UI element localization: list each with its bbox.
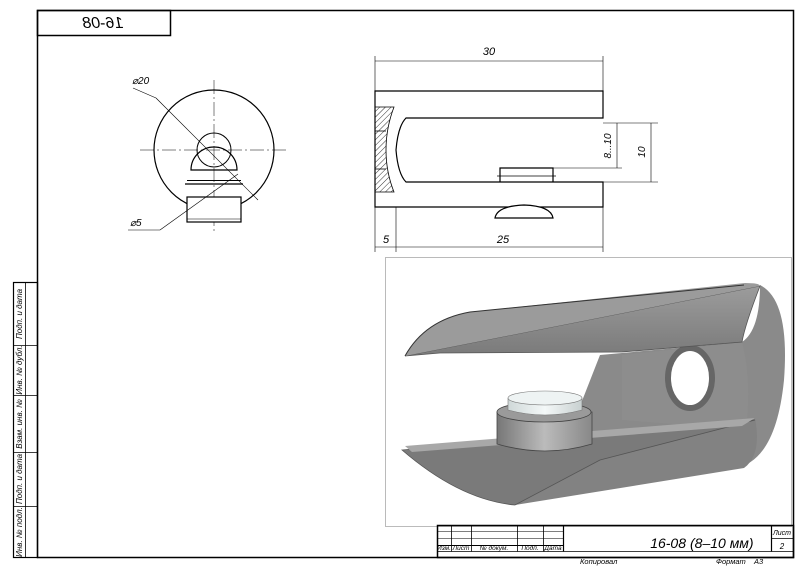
strip-label-4: Инв. № дубл. xyxy=(15,345,24,394)
strip-label-5: Подп. и дата xyxy=(15,288,24,339)
strip-label-1: Инв. № подл. xyxy=(15,507,24,557)
strip-label-2: Подп. и дата xyxy=(15,453,24,504)
title-block: Изм. Лист № докум. Подп. Дата 16-08 (8–1… xyxy=(436,524,795,566)
strip-label-3: Взам. инв. № xyxy=(15,399,24,449)
dim-hole-diameter: ⌀5 xyxy=(130,218,142,229)
dim-total-length: 30 xyxy=(483,46,496,58)
sheet-label: Лист xyxy=(772,530,791,537)
col-list: Лист xyxy=(452,545,470,552)
dim-outer-diameter: ⌀20 xyxy=(132,76,150,87)
copied-label: Копировал xyxy=(580,557,618,566)
title-designation: 16-08 xyxy=(650,535,686,551)
front-view: ⌀20 ⌀5 xyxy=(128,76,288,232)
mirrored-designation: 16-08 xyxy=(82,15,123,32)
sheet-number: 2 xyxy=(779,542,785,551)
side-strip: Инв. № подл. Подп. и дата Взам. инв. № И… xyxy=(12,281,39,559)
col-signature: Подп. xyxy=(521,544,538,552)
dim-left-offset: 5 xyxy=(383,234,390,246)
format-label: Формат xyxy=(716,557,746,566)
col-doc-number: № докум. xyxy=(480,544,509,552)
title-size-range: (8–10 мм) xyxy=(690,535,754,551)
col-date: Дата xyxy=(543,545,562,552)
side-view: 30 8...10 10 5 25 xyxy=(374,46,658,252)
dim-slot-depth: 25 xyxy=(496,234,510,246)
dim-height: 10 xyxy=(637,146,648,158)
designation-box-top: 16-08 xyxy=(36,9,172,37)
format-value: A3 xyxy=(753,557,764,566)
col-izm: Изм. xyxy=(437,545,451,552)
dim-slot-range: 8...10 xyxy=(603,133,614,158)
isometric-render xyxy=(385,257,792,527)
